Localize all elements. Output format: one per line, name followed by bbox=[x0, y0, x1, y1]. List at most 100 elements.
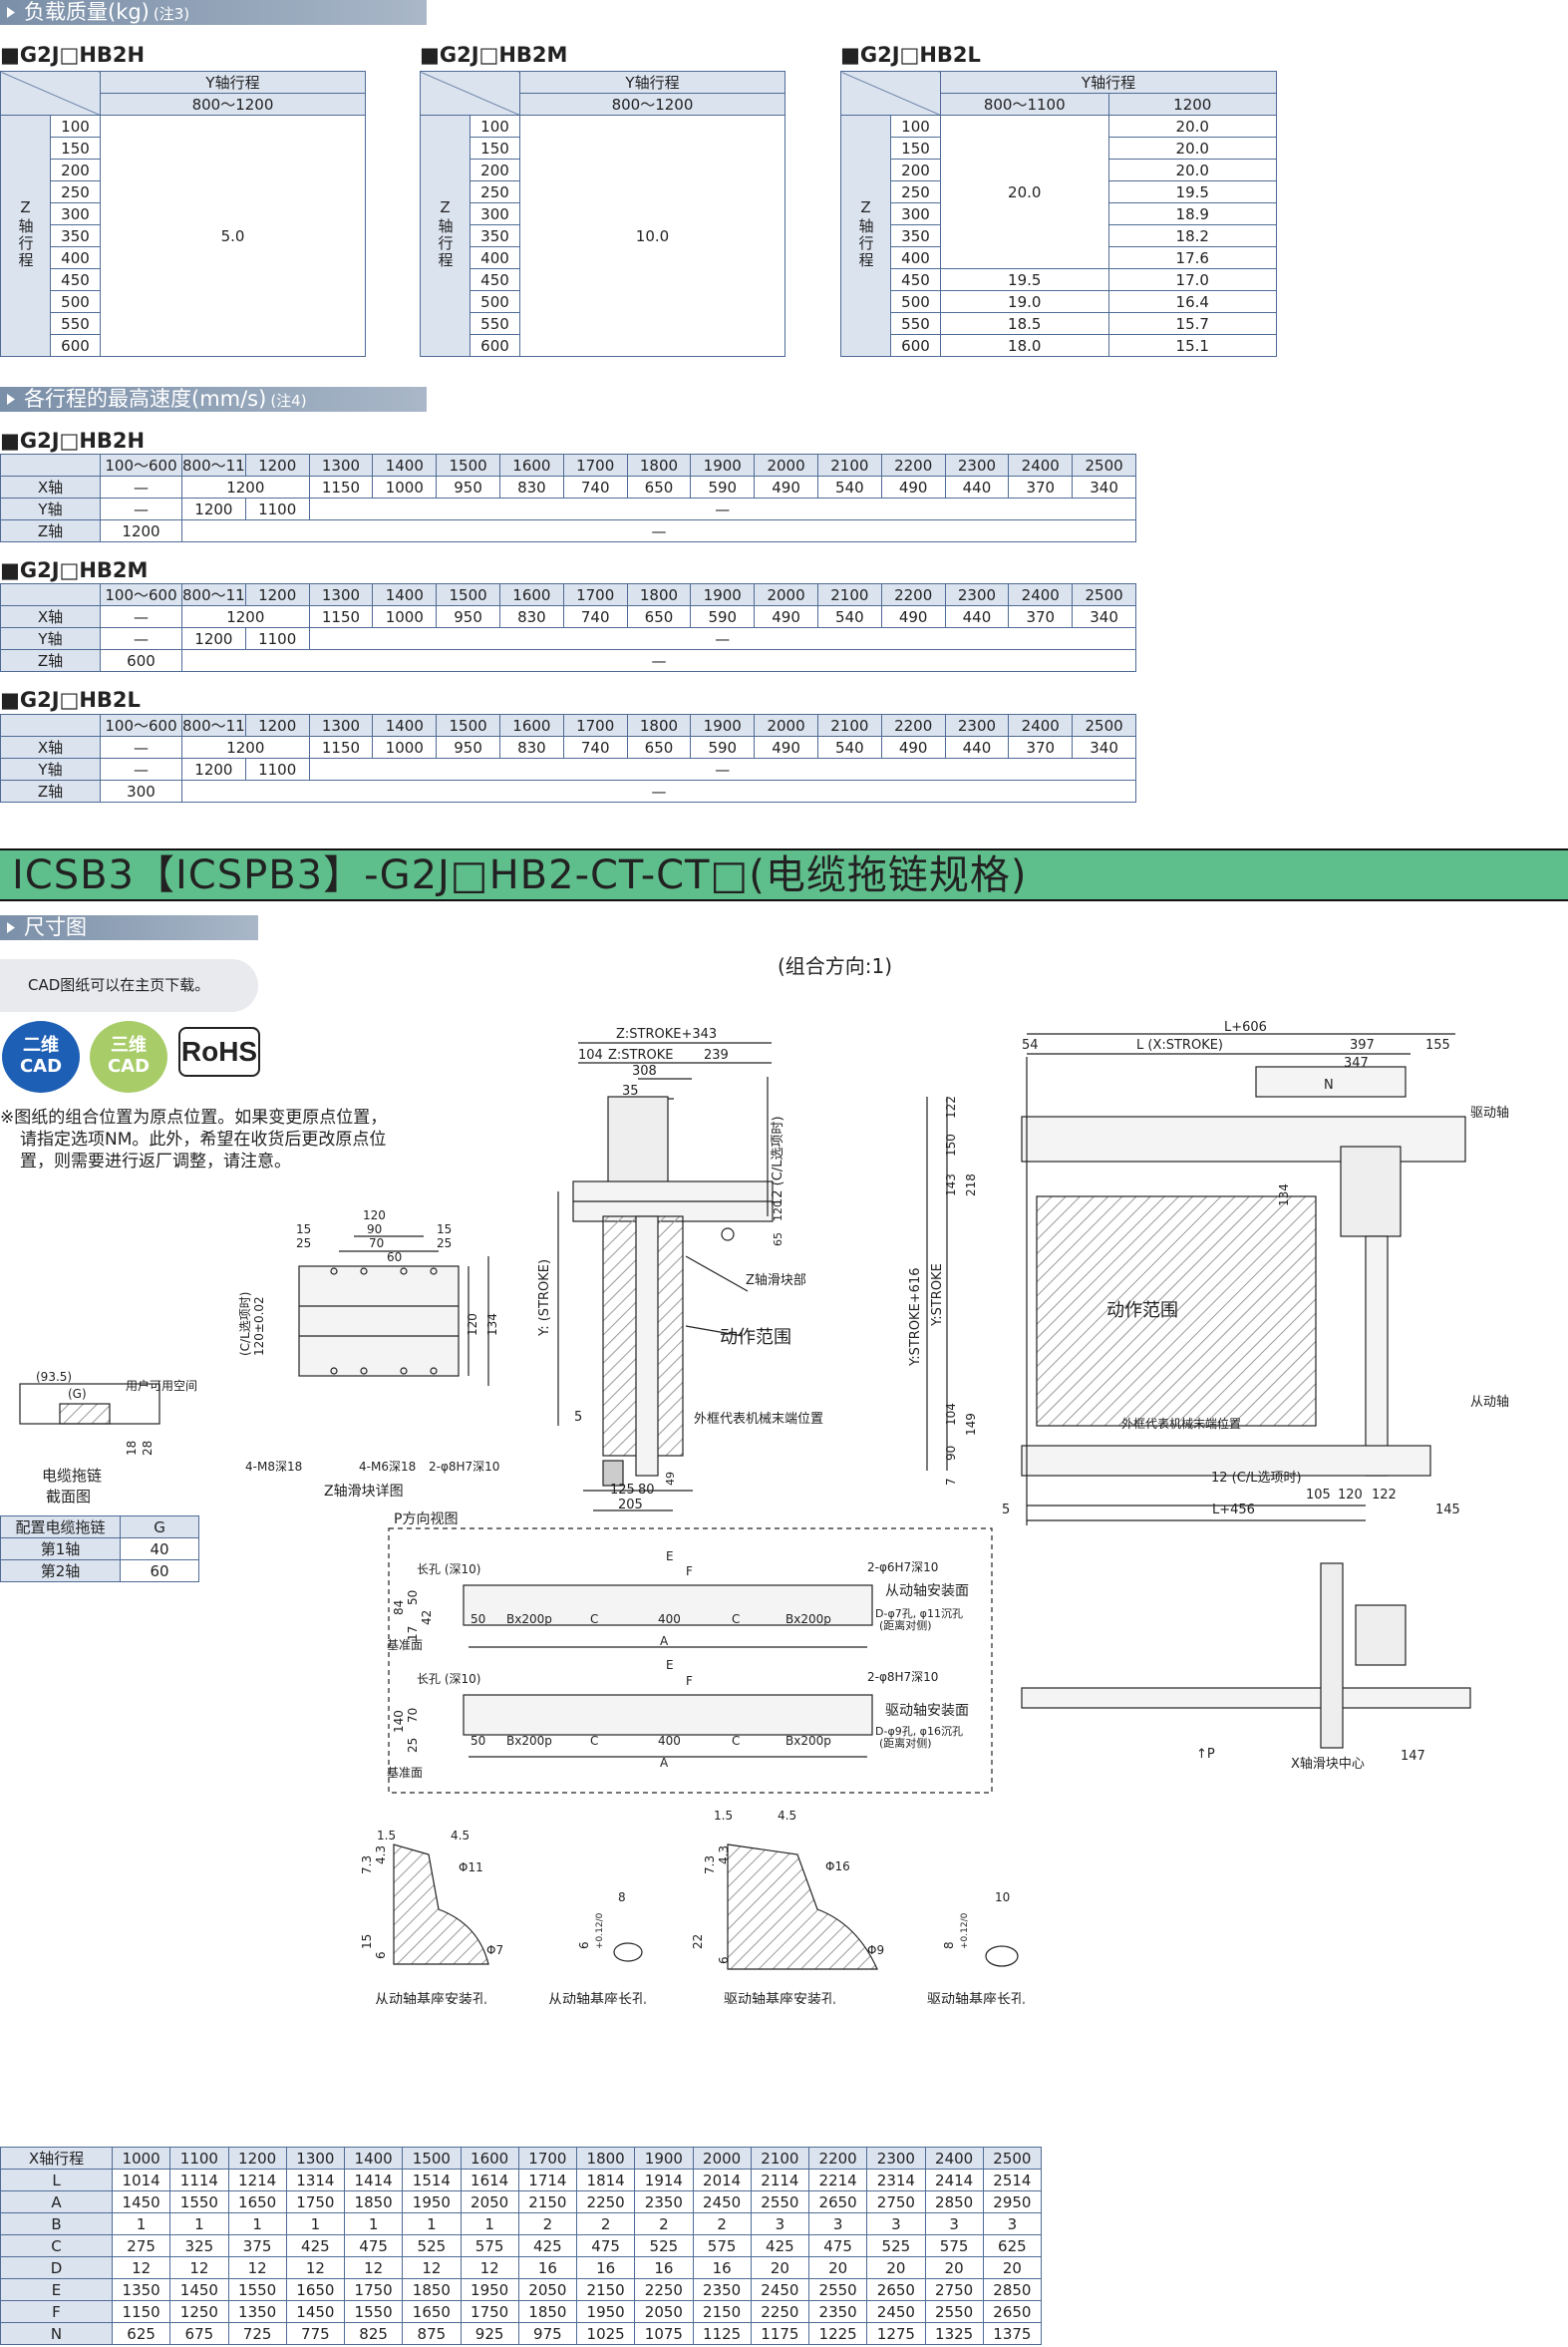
dim-row-label: E bbox=[0, 2278, 113, 2301]
load-value-1200: 15.1 bbox=[1107, 334, 1277, 357]
corner-cell bbox=[420, 71, 520, 116]
dim-row-label: B bbox=[0, 2212, 113, 2235]
dim-value: 1450 bbox=[169, 2278, 229, 2301]
z-value: 250 bbox=[50, 180, 101, 203]
dim-value: 20 bbox=[866, 2256, 926, 2279]
dimension-drawings: Z:STROKE+343 104 Z:STROKE 239 308 35 Z轴滑… bbox=[19, 1020, 1509, 2004]
dim-value: 2014 bbox=[692, 2169, 752, 2191]
dim-value: 2350 bbox=[807, 2300, 868, 2323]
zd-25-right: 25 bbox=[437, 1236, 452, 1250]
dim-value: 12 bbox=[402, 2256, 462, 2279]
label-z-slider: Z轴滑块部 bbox=[746, 1273, 806, 1288]
speed-value: 830 bbox=[498, 605, 564, 628]
z-stroke-label: Z轴行程 bbox=[0, 115, 51, 357]
z-value: 550 bbox=[470, 312, 520, 335]
zd-cl: (C/L选项时) bbox=[238, 1292, 252, 1356]
pv-c4: C bbox=[732, 1734, 740, 1748]
cad-download-note[interactable]: CAD图纸可以在主页下载。 bbox=[0, 959, 258, 1012]
dim-value: 12 bbox=[343, 2256, 404, 2279]
dash: — bbox=[100, 498, 182, 520]
pv-base2: 基准面 bbox=[387, 1766, 423, 1780]
dim-value: 325 bbox=[169, 2234, 229, 2257]
speed-header: 800～1100 bbox=[181, 714, 246, 737]
pv-h7a: 2-φ6H7深10 bbox=[867, 1560, 938, 1574]
dim-y-stroke-front: Y:STROKE bbox=[930, 1263, 945, 1327]
dim-value: 1125 bbox=[692, 2322, 752, 2345]
table-row: 350 bbox=[1, 224, 366, 247]
table-row: 200 bbox=[1, 159, 366, 181]
dim-value: 675 bbox=[169, 2322, 229, 2345]
dim-value: 1650 bbox=[227, 2190, 287, 2213]
dim-value: 20 bbox=[750, 2256, 810, 2279]
dim-value: 1350 bbox=[111, 2278, 171, 2301]
table-row: 300 bbox=[421, 202, 785, 225]
h-8: 8 bbox=[618, 1890, 626, 1904]
section-dimension-header: 尺寸图 bbox=[0, 915, 258, 940]
dash: — bbox=[308, 627, 1137, 650]
cable-chain-drawing bbox=[19, 1383, 160, 1425]
y-stroke-header: Y轴行程 bbox=[519, 71, 785, 94]
load-value-1200: 19.5 bbox=[1107, 180, 1277, 203]
z-stroke-label: Z轴行程 bbox=[420, 115, 470, 357]
dash: — bbox=[100, 476, 182, 499]
z-value: 350 bbox=[470, 224, 520, 247]
zd-90: 90 bbox=[367, 1222, 382, 1236]
load-value-1200: 18.2 bbox=[1107, 224, 1277, 247]
speed-value: 490 bbox=[754, 605, 818, 628]
h2-title: 从动轴基座长孔 bbox=[548, 1991, 646, 2004]
table-row: Y轴行程 bbox=[420, 71, 785, 116]
z-value: 150 bbox=[890, 137, 941, 160]
speed-table-h: 100～600800～11001200130014001500160017001… bbox=[0, 454, 1137, 542]
load-value: 18.5 bbox=[940, 312, 1109, 335]
dim-value: 2150 bbox=[575, 2278, 636, 2301]
speed-value: 950 bbox=[436, 605, 500, 628]
zd-h7: 2-φ8H7深10 bbox=[429, 1460, 499, 1474]
dim-54: 54 bbox=[1022, 1038, 1039, 1053]
load-value-1200: 15.7 bbox=[1107, 312, 1277, 335]
hole-details-drawing bbox=[393, 1844, 1019, 1970]
speed-header: 1200 bbox=[244, 583, 310, 606]
z-axis-label: Z轴 bbox=[0, 780, 101, 803]
pv-d9: D-φ9孔, φ16沉孔 bbox=[875, 1725, 963, 1738]
dim-y-stroke: Y: (STROKE) bbox=[537, 1259, 552, 1337]
pv-50b: 50 bbox=[470, 1734, 485, 1748]
load-value-1200: 16.4 bbox=[1107, 290, 1277, 313]
table-row: 100～600800～11001200130014001500160017001… bbox=[0, 454, 1136, 477]
speed-value: 740 bbox=[562, 736, 628, 759]
speed-header: 2300 bbox=[944, 583, 1010, 606]
speed-header: 1600 bbox=[498, 454, 564, 477]
dim-value: 425 bbox=[750, 2234, 810, 2257]
load-value: 10.0 bbox=[519, 115, 785, 357]
dim-5-front: 5 bbox=[1002, 1503, 1010, 1517]
dim-header: 1700 bbox=[517, 2147, 578, 2170]
load-value-1200: 20.0 bbox=[1107, 137, 1277, 160]
dim-value: 1950 bbox=[460, 2278, 519, 2301]
rohs-badge: RoHS bbox=[178, 1027, 260, 1077]
z-value: 550 bbox=[890, 312, 941, 335]
speed-header: 1900 bbox=[690, 454, 756, 477]
dim-header: 1600 bbox=[460, 2147, 519, 2170]
speed-value: 340 bbox=[1072, 736, 1136, 759]
corner-cell bbox=[0, 714, 101, 737]
h-22: 22 bbox=[691, 1934, 705, 1949]
dim-value: 2 bbox=[575, 2212, 636, 2235]
pv-long-hole: 长孔 (深10) bbox=[417, 1562, 480, 1576]
dim-header: 2400 bbox=[924, 2147, 984, 2170]
hole-details-labels: 1.5 4.5 Φ11 Φ7 8 1.5 4.5 Φ16 Φ9 10 7.3 4… bbox=[360, 1809, 1025, 2004]
zd-70: 70 bbox=[369, 1236, 384, 1250]
dim-value: 425 bbox=[285, 2234, 346, 2257]
speed-value: 370 bbox=[1008, 605, 1074, 628]
h-7: Φ7 bbox=[486, 1943, 503, 1957]
